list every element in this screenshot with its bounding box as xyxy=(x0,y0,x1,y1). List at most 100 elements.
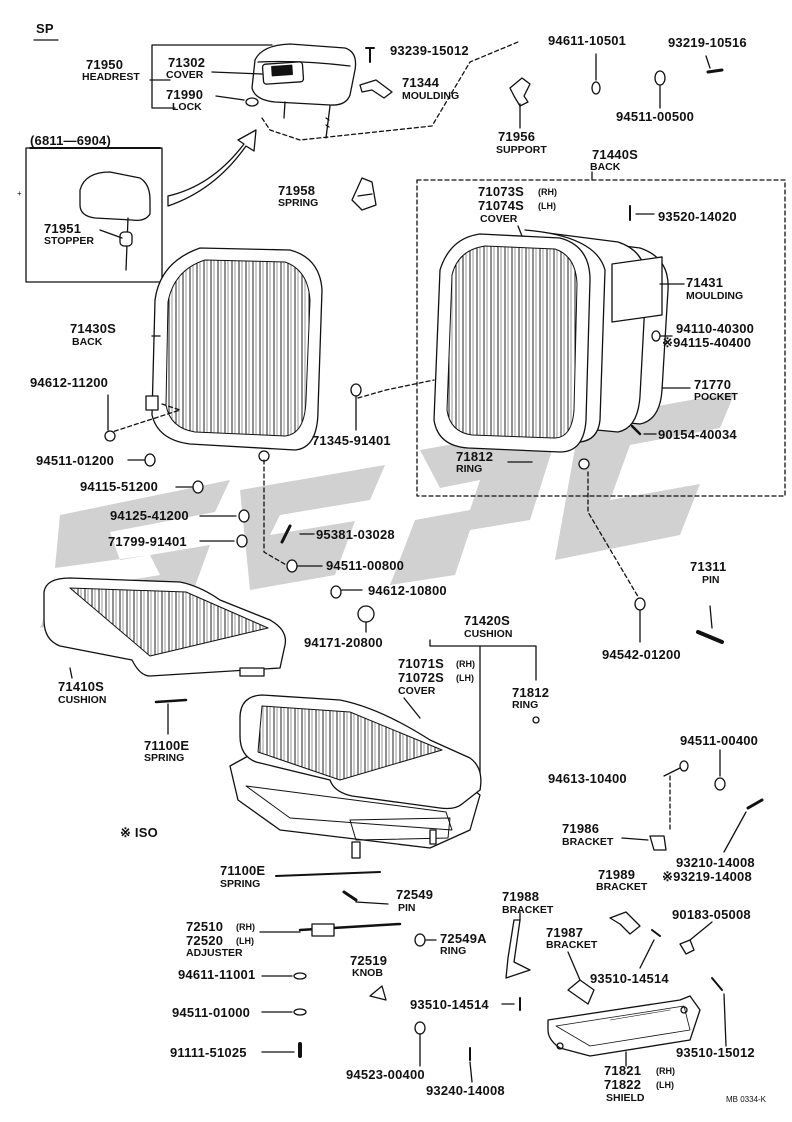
part-name: SHIELD xyxy=(606,1092,645,1104)
part-number: 95381-03028 xyxy=(316,527,395,542)
inset-range: (6811—6904) xyxy=(30,133,111,148)
part-number: 71440S xyxy=(592,147,639,162)
part-number: 94511-00500 xyxy=(616,109,695,124)
part-number: 71958 xyxy=(278,183,316,198)
part-name: PIN xyxy=(702,574,720,586)
part-number: 71100E xyxy=(144,738,190,753)
direction-arrow xyxy=(167,129,257,207)
part-number: 93510-14514 xyxy=(590,971,669,986)
part-number: 93219-10516 xyxy=(668,35,747,50)
part-number: 71812 xyxy=(512,685,550,700)
part-number: 71989 xyxy=(598,867,636,882)
part-name: BACK xyxy=(72,336,103,348)
part-number: 93210-14008 xyxy=(676,855,755,870)
part-name: COVER xyxy=(166,69,204,81)
part-number: 71100E xyxy=(220,863,266,878)
back-assembly-group-frame xyxy=(416,179,786,497)
part-name: KNOB xyxy=(352,967,383,979)
iso-note: ※ ISO xyxy=(120,825,158,840)
part-number: 71951 xyxy=(44,221,82,236)
part-number: 71071S xyxy=(398,656,445,671)
part-number: 71987 xyxy=(546,925,584,940)
part-name: RING xyxy=(456,463,483,475)
part-number: 94115-51200 xyxy=(80,479,159,494)
part-number: 71799-91401 xyxy=(108,534,187,549)
part-name: RING xyxy=(440,945,467,957)
part-number: 71420S xyxy=(464,613,511,628)
part-name: SPRING xyxy=(278,197,319,209)
left-seat-cushion xyxy=(43,577,287,677)
part-number: 94612-10800 xyxy=(368,583,447,598)
part-name: BRACKET xyxy=(596,881,648,893)
part-number: 71988 xyxy=(502,889,540,904)
part-name: CUSHION xyxy=(464,628,513,640)
part-name: MOULDING xyxy=(686,290,744,302)
part-number: 71344 xyxy=(402,75,440,90)
part-name: PIN xyxy=(398,902,416,914)
part-number: 93520-14020 xyxy=(658,209,737,224)
part-number: 94125-41200 xyxy=(110,508,189,523)
part-number: 71430S xyxy=(70,321,117,336)
part-name: COVER xyxy=(480,213,518,225)
part-number: 71821 xyxy=(604,1063,642,1078)
part-number: 94511-01200 xyxy=(36,453,115,468)
part-number: 94613-10400 xyxy=(548,771,627,786)
part-number: 71073S xyxy=(478,184,525,199)
center-seat-cushion xyxy=(229,694,482,859)
part-suffix: (RH) xyxy=(656,1066,675,1076)
part-number: 94511-01000 xyxy=(172,1005,251,1020)
part-number: ※93219-14008 xyxy=(662,869,752,884)
part-name: STOPPER xyxy=(44,235,94,247)
part-name: POCKET xyxy=(694,391,738,403)
part-suffix: (LH) xyxy=(456,673,474,683)
seat-shield xyxy=(547,995,701,1057)
part-suffix: (LH) xyxy=(656,1080,674,1090)
part-name: HEADREST xyxy=(82,71,140,83)
part-suffix: (LH) xyxy=(538,201,556,211)
reference-code: MB 0334-K xyxy=(726,1095,767,1104)
part-number: 71770 xyxy=(694,377,732,392)
part-name: CUSHION xyxy=(58,694,107,706)
part-number: 71950 xyxy=(86,57,124,72)
part-number: 71072S xyxy=(398,670,445,685)
part-number: 94611-11001 xyxy=(178,967,256,982)
part-suffix: (LH) xyxy=(236,936,254,946)
part-number: 71074S xyxy=(478,198,525,213)
part-name: BACK xyxy=(590,161,621,173)
part-number: 71431 xyxy=(686,275,724,290)
left-seat-back xyxy=(145,247,323,462)
part-number: 71986 xyxy=(562,821,600,836)
part-number: 71311 xyxy=(690,559,727,574)
part-number: 71345-91401 xyxy=(312,433,391,448)
part-number: 90154-40034 xyxy=(658,427,737,442)
part-number: 93240-14008 xyxy=(426,1083,505,1098)
part-number: 72519 xyxy=(350,953,388,968)
part-name: SPRING xyxy=(144,752,185,764)
part-number: 93510-14514 xyxy=(410,997,489,1012)
part-name: BRACKET xyxy=(546,939,598,951)
part-name: BRACKET xyxy=(562,836,614,848)
part-name: SUPPORT xyxy=(496,144,547,156)
part-suffix: (RH) xyxy=(538,187,557,197)
part-number: 71302 xyxy=(168,55,206,70)
part-number: 94511-00400 xyxy=(680,733,759,748)
part-number: 93239-15012 xyxy=(390,43,469,58)
part-number: 91111-51025 xyxy=(170,1045,247,1060)
part-number: 72549 xyxy=(396,887,434,902)
part-number: 71410S xyxy=(58,679,105,694)
part-name: RING xyxy=(512,699,539,711)
part-number: 93510-15012 xyxy=(676,1045,755,1060)
part-suffix: (RH) xyxy=(456,659,475,669)
part-suffix: (RH) xyxy=(236,922,255,932)
part-number: 94542-01200 xyxy=(602,647,681,662)
part-number: 71812 xyxy=(456,449,494,464)
part-name: SPRING xyxy=(220,878,261,890)
part-number: 72520 xyxy=(186,933,224,948)
part-number: 94612-11200 xyxy=(30,375,109,390)
part-name: LOCK xyxy=(172,101,202,113)
part-name: BRACKET xyxy=(502,904,554,916)
part-name: MOULDING xyxy=(402,90,460,102)
part-number: 71990 xyxy=(166,87,204,102)
section-label: SP xyxy=(36,21,54,36)
